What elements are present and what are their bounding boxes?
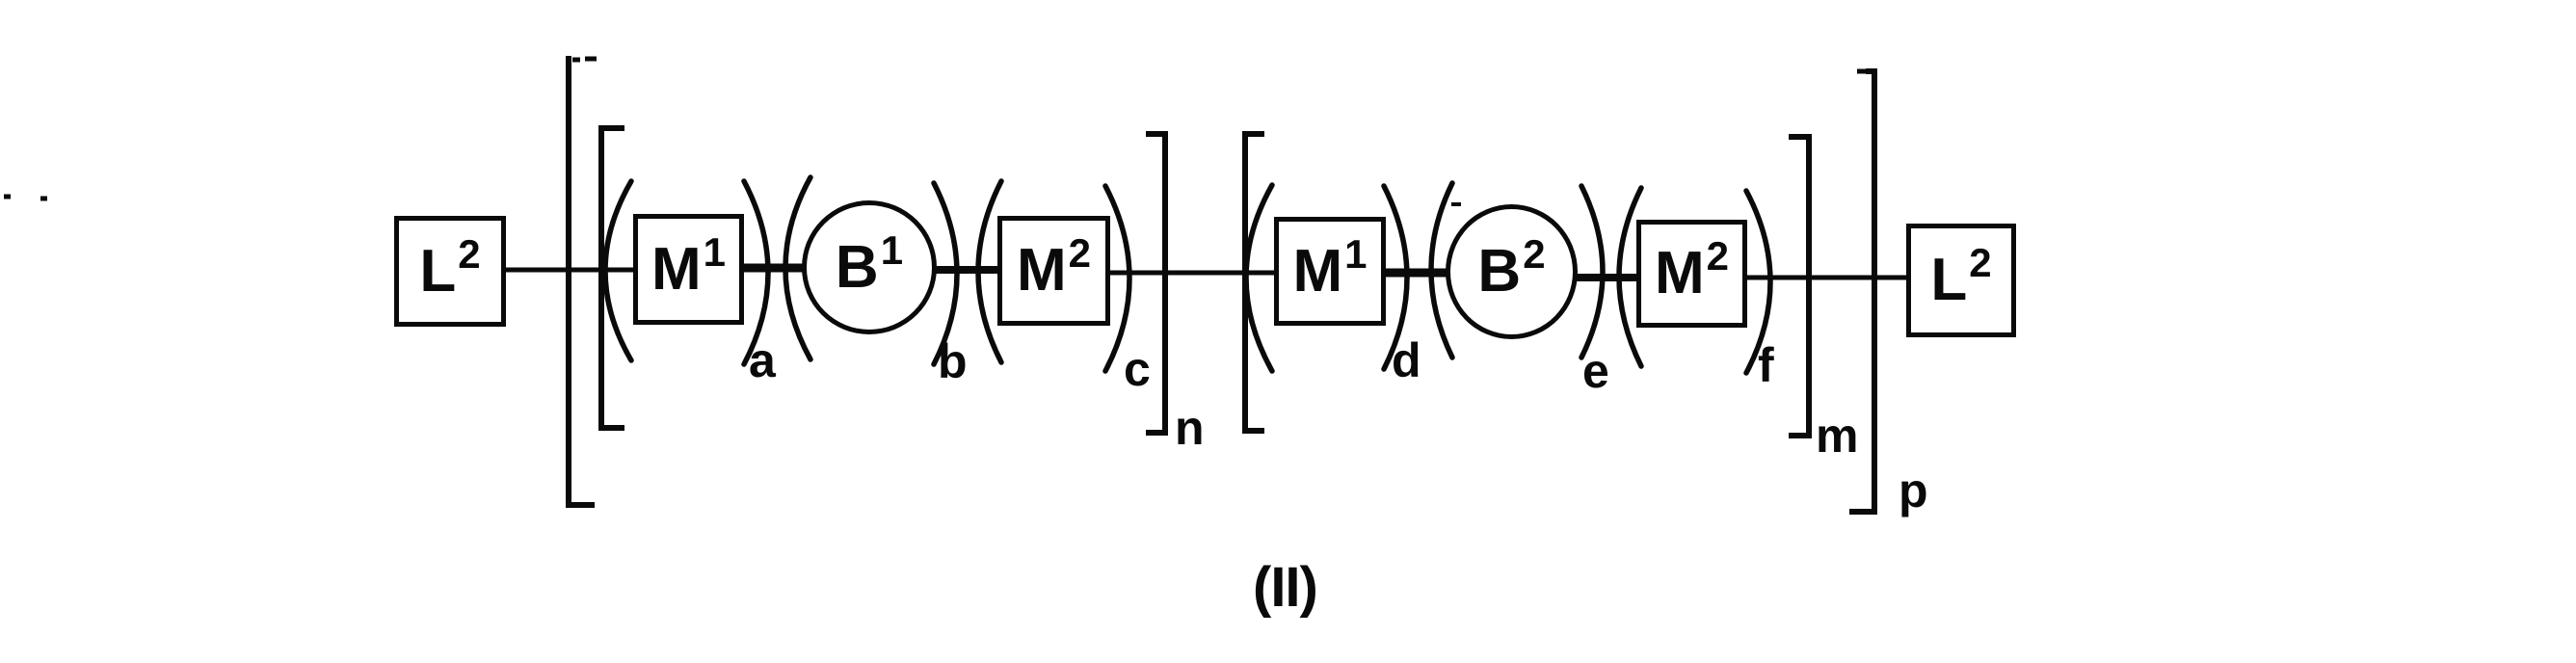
terminal-l2-right-base: L	[1930, 247, 1968, 313]
repeat-subscript-c: c	[1124, 342, 1151, 396]
unit-m2-group1-label: M 2	[1016, 233, 1091, 304]
unit-m2-group1-base: M	[1016, 237, 1067, 304]
unit-circle-b1: B 1	[802, 200, 937, 334]
paren-open-b2	[1428, 180, 1455, 360]
paren-open-m1-group1	[602, 178, 634, 363]
terminal-l2-left-base: L	[419, 237, 457, 305]
inner-bracket-open-group1	[598, 125, 624, 431]
unit-m1-group1-base: M	[651, 235, 702, 303]
repeat-subscript-e: e	[1582, 344, 1609, 398]
repeat-subscript-b: b	[938, 334, 968, 388]
outer-bracket-left	[566, 56, 595, 508]
repeat-subscript-n: n	[1175, 401, 1205, 455]
unit-circle-b2: B 2	[1446, 204, 1578, 339]
unit-b1-base: B	[835, 233, 879, 301]
paren-close-b1	[931, 180, 960, 367]
terminal-box-l2-left: L 2	[394, 216, 506, 327]
inner-bracket-close-group2	[1789, 134, 1812, 438]
unit-m1-group2-superscript: 1	[1344, 230, 1368, 277]
paren-close-m1-group1	[741, 178, 771, 367]
paren-close-m2-group1	[1102, 183, 1132, 374]
terminal-l2-right-superscript: 2	[1969, 240, 1992, 285]
paren-close-b2	[1579, 183, 1606, 360]
unit-b2-label: B 2	[1477, 234, 1545, 305]
unit-m2-group2-superscript: 2	[1706, 233, 1729, 278]
repeat-subscript-a: a	[749, 333, 776, 387]
formula-number-label: (II)	[1253, 556, 1318, 619]
repeat-subscript-f: f	[1758, 338, 1774, 392]
paren-open-m2-group2	[1616, 185, 1644, 369]
unit-b2-superscript: 2	[1523, 231, 1546, 277]
unit-b1-superscript: 1	[880, 226, 904, 273]
unit-m1-group1-label: M 1	[651, 231, 726, 303]
repeat-subscript-p: p	[1899, 464, 1928, 517]
paren-open-m1-group2	[1243, 182, 1275, 374]
repeat-subscript-d: d	[1392, 333, 1421, 387]
unit-m2-group2-base: M	[1654, 240, 1705, 306]
outer-bracket-right	[1849, 68, 1877, 515]
terminal-l2-right-label: L 2	[1930, 243, 1991, 313]
terminal-l2-left-superscript: 2	[458, 230, 481, 277]
paren-open-m2-group1	[975, 178, 1004, 365]
unit-m1-group2-label: M 1	[1292, 233, 1367, 305]
terminal-box-l2-right: L 2	[1906, 224, 2016, 337]
unit-box-m1-group2: M 1	[1274, 217, 1386, 326]
paren-close-m1-group2	[1381, 183, 1410, 372]
unit-m1-group2-base: M	[1292, 237, 1343, 305]
unit-m2-group2-label: M 2	[1654, 236, 1729, 306]
unit-box-m1-group1: M 1	[633, 214, 744, 325]
terminal-l2-left-label: L 2	[419, 233, 480, 305]
paren-open-b1	[783, 174, 813, 362]
paren-close-m2-group2	[1743, 188, 1773, 376]
inner-bracket-close-group1	[1146, 131, 1168, 436]
unit-box-m2-group1: M 2	[997, 216, 1110, 326]
unit-m1-group1-superscript: 1	[703, 228, 726, 275]
unit-box-m2-group2: M 2	[1636, 220, 1747, 328]
unit-m2-group1-superscript: 2	[1068, 230, 1091, 276]
unit-b1-label: B 1	[835, 229, 903, 301]
unit-b2-base: B	[1477, 238, 1522, 305]
repeat-subscript-m: m	[1816, 409, 1859, 463]
